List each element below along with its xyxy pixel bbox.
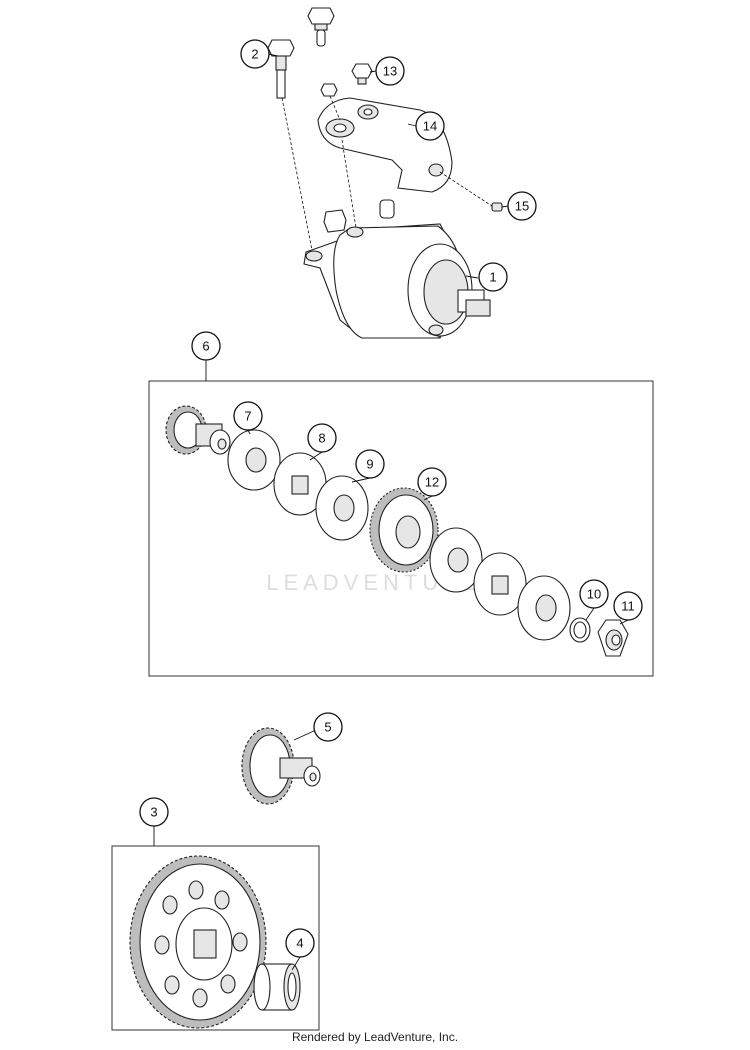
plate-after-gear[interactable]	[473, 552, 527, 616]
pinion-gear[interactable]	[165, 405, 231, 455]
washer-after-gear[interactable]	[429, 527, 483, 593]
callout-label-10: 10	[587, 587, 601, 602]
bolt-top[interactable]	[307, 7, 335, 47]
callout-label-4: 4	[296, 936, 303, 951]
group-box-part-3	[111, 845, 320, 1031]
nut-part-11[interactable]	[597, 619, 629, 657]
callout-label-5: 5	[324, 720, 331, 735]
callout-1[interactable]: 1	[478, 262, 508, 292]
starter-gear-part-3[interactable]	[129, 855, 267, 1029]
screw-part-15[interactable]	[439, 171, 503, 212]
bolt-part-2[interactable]	[267, 39, 295, 99]
callout-6[interactable]: 6	[191, 331, 221, 361]
callout-label-2: 2	[251, 47, 258, 62]
callout-label-9: 9	[366, 457, 373, 472]
nut-part-13[interactable]	[351, 63, 373, 85]
callout-label-13: 13	[383, 64, 397, 79]
callout-7[interactable]: 7	[233, 401, 263, 431]
needle-bearing-part-4[interactable]	[253, 963, 301, 1011]
callout-13[interactable]: 13	[375, 56, 405, 86]
callout-label-7: 7	[244, 409, 251, 424]
gear-part-12[interactable]	[369, 487, 439, 573]
callout-11[interactable]: 11	[613, 591, 643, 621]
intermediate-gear-part-5[interactable]	[241, 727, 321, 805]
group-box-part-6	[148, 380, 654, 677]
callout-10[interactable]: 10	[579, 579, 609, 609]
callout-2[interactable]: 2	[240, 39, 270, 69]
callout-label-1: 1	[489, 270, 496, 285]
callout-label-8: 8	[318, 431, 325, 446]
washer-end[interactable]	[517, 575, 571, 641]
callout-label-6: 6	[202, 339, 209, 354]
callout-12[interactable]: 12	[417, 467, 447, 497]
ring-part-10[interactable]	[569, 617, 591, 643]
callout-label-15: 15	[515, 199, 529, 214]
callout-15[interactable]: 15	[507, 191, 537, 221]
callout-label-14: 14	[423, 119, 437, 134]
callout-14[interactable]: 14	[415, 111, 445, 141]
washer-part-9[interactable]	[315, 475, 369, 541]
callout-5[interactable]: 5	[313, 712, 343, 742]
callout-9[interactable]: 9	[355, 449, 385, 479]
gear-assembly-part-6	[165, 405, 629, 657]
nut-small[interactable]	[320, 83, 338, 97]
callout-8[interactable]: 8	[307, 423, 337, 453]
washer-part-7[interactable]	[227, 429, 281, 491]
starter-motor-part-1[interactable]	[303, 199, 491, 339]
callout-3[interactable]: 3	[139, 797, 169, 827]
callout-label-11: 11	[621, 599, 635, 614]
callout-4[interactable]: 4	[285, 928, 315, 958]
callout-label-3: 3	[150, 805, 157, 820]
callout-label-12: 12	[425, 475, 439, 490]
footer-credit: Rendered by LeadVenture, Inc.	[291, 1030, 459, 1044]
